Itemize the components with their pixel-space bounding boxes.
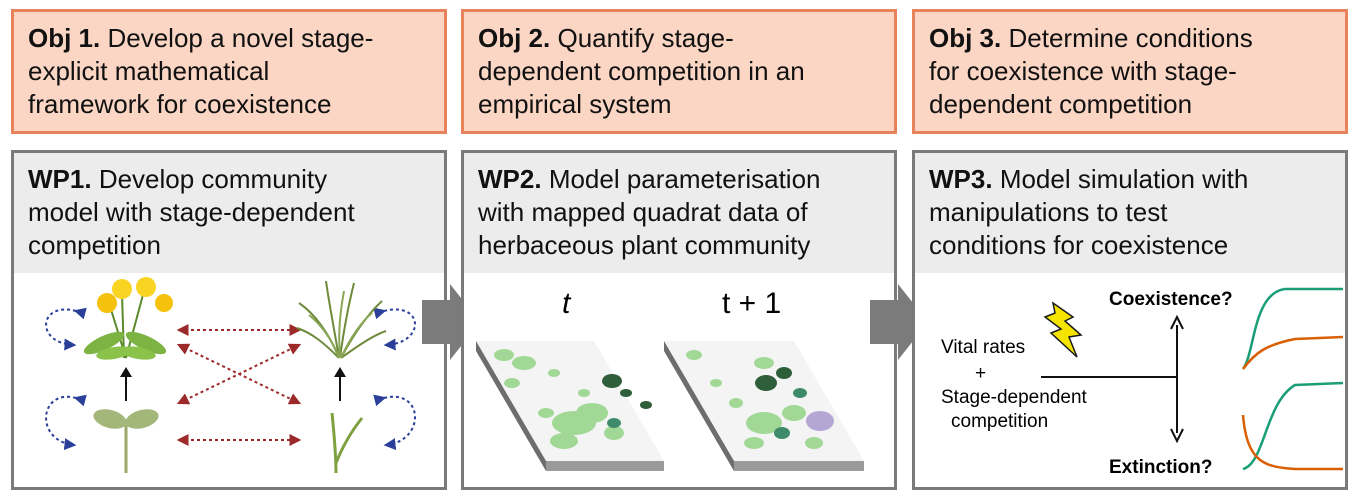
- wp-line: with mapped quadrat data of: [478, 197, 808, 227]
- objective-line: for coexistence with stage-: [929, 56, 1237, 86]
- grass-adult-icon: [296, 280, 387, 359]
- objective-line: Quantify stage-: [557, 23, 734, 53]
- objective-number: Obj 3.: [929, 23, 1002, 53]
- objective-1: Obj 1. Develop a novel stage- explicit m…: [11, 9, 447, 134]
- down-arrow: [1170, 428, 1184, 444]
- wp-header: WP2. Model parameterisation with mapped …: [464, 153, 894, 273]
- growth-arrow: [120, 367, 132, 401]
- wp-header: WP1. Develop community model with stage-…: [14, 153, 444, 273]
- competition-label: competition: [951, 411, 1048, 432]
- intra-loop-arrow: [373, 394, 416, 451]
- work-package-1: WP1. Develop community model with stage-…: [11, 150, 447, 490]
- wp-line: Model simulation with: [999, 164, 1249, 194]
- work-package-3: WP3. Model simulation with manipulations…: [912, 150, 1348, 490]
- simulation-diagram: Vital rates + Stage-dependent competitio…: [941, 287, 1344, 478]
- time-label-t: t: [562, 287, 572, 320]
- flow-arrow-icon: [422, 284, 480, 360]
- objective-line: dependent competition in an: [478, 56, 805, 86]
- objective-line: Develop a novel stage-: [107, 23, 374, 53]
- wp-line: Develop community: [98, 164, 328, 194]
- wp-line: herbaceous plant community: [478, 230, 811, 260]
- flow-arrow-icon: [870, 284, 928, 360]
- coexistence-orange-curve: [1242, 335, 1344, 370]
- inter-arrow: [176, 343, 302, 405]
- quadrat-map-t-plus-1: [664, 341, 864, 471]
- objective-line: explicit mathematical: [28, 56, 270, 86]
- objective-number: Obj 2.: [478, 23, 551, 53]
- objective-2: Obj 2. Quantify stage- dependent competi…: [461, 9, 897, 134]
- plus-label: +: [975, 363, 986, 384]
- wp-line: manipulations to test: [929, 197, 1168, 227]
- grass-seedling-icon: [330, 412, 364, 474]
- objective-line: dependent competition: [929, 89, 1193, 119]
- wp-line: conditions for coexistence: [929, 230, 1229, 260]
- quadrat-map-t: [476, 341, 664, 471]
- objective-3: Obj 3. Determine conditions for coexiste…: [912, 9, 1348, 134]
- growth-arrow: [334, 367, 346, 401]
- stage-dependent-label: Stage-dependent: [941, 387, 1088, 408]
- extinction-label: Extinction?: [1109, 457, 1212, 478]
- extinction-green-curve: [1242, 381, 1344, 471]
- lightning-icon: [1043, 301, 1083, 358]
- coexistence-green-curve: [1241, 287, 1343, 370]
- quadrat-maps: t t + 1: [476, 287, 864, 471]
- time-label-t-plus-1: t + 1: [722, 287, 781, 320]
- objective-line: empirical system: [478, 89, 672, 119]
- extinction-orange-curve: [1241, 414, 1343, 471]
- wp-line: competition: [28, 230, 161, 260]
- dandelion-seedling-icon: [93, 409, 159, 473]
- wp-number: WP3.: [929, 164, 993, 194]
- work-package-2: WP2. Model parameterisation with mapped …: [461, 150, 897, 490]
- vital-rates-label: Vital rates: [941, 337, 1025, 358]
- up-arrow: [1170, 314, 1184, 330]
- wp-line: model with stage-dependent: [28, 197, 355, 227]
- wp-number: WP1.: [28, 164, 92, 194]
- intra-loop-arrow: [373, 307, 416, 351]
- dandelion-adult-icon: [83, 277, 173, 360]
- wp-header: WP3. Model simulation with manipulations…: [915, 153, 1345, 273]
- life-cycle-diagram: [45, 277, 416, 474]
- coexistence-label: Coexistence?: [1109, 289, 1233, 310]
- objective-line: framework for coexistence: [28, 89, 332, 119]
- objective-number: Obj 1.: [28, 23, 101, 53]
- wp-line: Model parameterisation: [548, 164, 821, 194]
- objective-line: Determine conditions: [1008, 23, 1253, 53]
- wp-number: WP2.: [478, 164, 542, 194]
- intra-loop-arrow: [45, 307, 87, 351]
- intra-loop-arrow: [45, 394, 87, 451]
